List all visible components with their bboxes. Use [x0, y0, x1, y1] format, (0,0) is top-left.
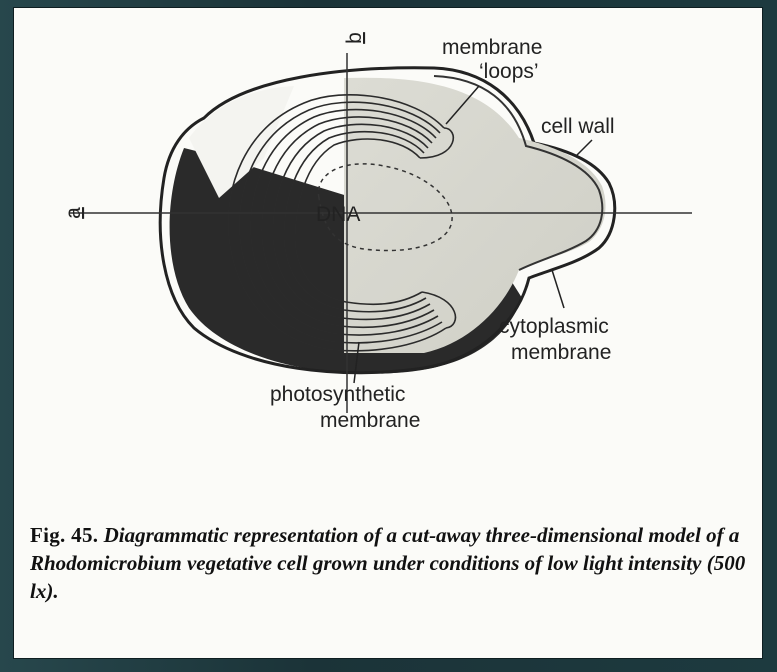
cytoplasmic-pointer: [552, 270, 564, 308]
figure-caption: Fig. 45. Diagrammatic representation of …: [30, 521, 746, 605]
membrane-loops-label-1: membrane: [442, 36, 542, 59]
axis-b-label: b: [343, 32, 366, 44]
photosynthetic-label-2: membrane: [320, 409, 420, 432]
caption-text: Diagrammatic representation of a cut-awa…: [30, 523, 745, 603]
dna-label: DNA: [316, 203, 360, 226]
cell-diagram: a b DNA membrane ‘loops’ cell wall cytop…: [14, 8, 762, 508]
figure-label: Fig. 45.: [30, 523, 98, 547]
cytoplasmic-label-2: membrane: [511, 341, 611, 364]
cell-wall-pointer: [576, 140, 592, 156]
membrane-loops-label-2: ‘loops’: [479, 60, 539, 83]
photosynthetic-label-1: photosynthetic: [270, 383, 405, 406]
axis-a-label: a: [62, 207, 85, 219]
cytoplasmic-label-1: cytoplasmic: [499, 315, 609, 338]
cell-wall-label: cell wall: [541, 115, 615, 138]
page: a b DNA membrane ‘loops’ cell wall cytop…: [13, 7, 763, 659]
